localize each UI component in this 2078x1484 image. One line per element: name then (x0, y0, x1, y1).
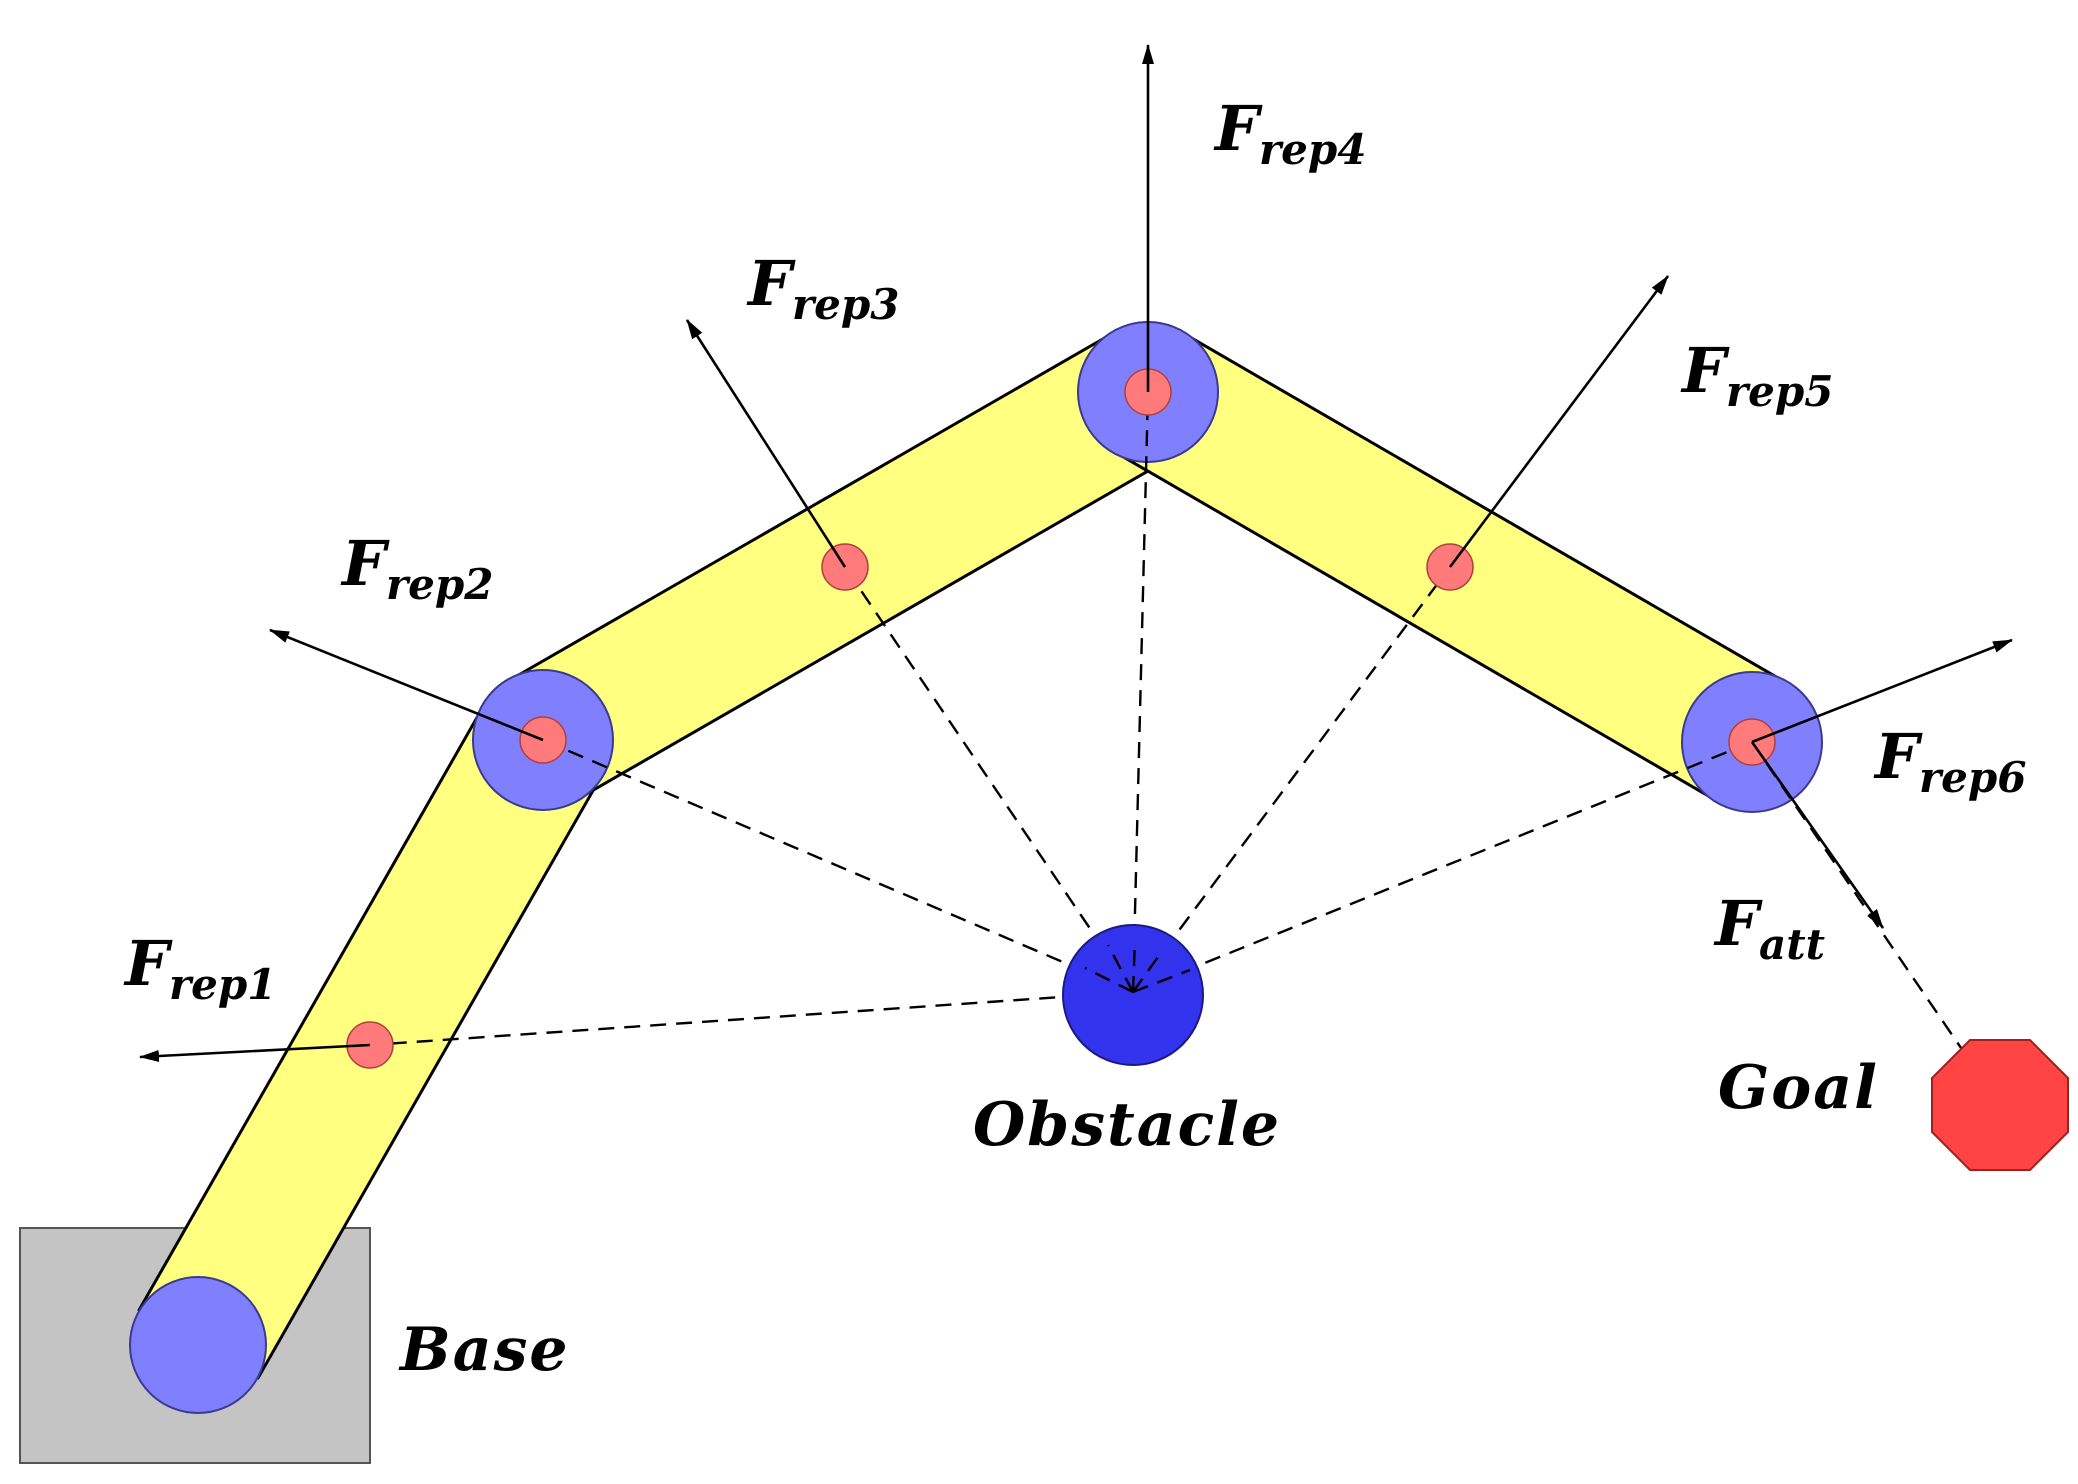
arrow-frep3 (685, 319, 847, 568)
goal-octagon (1931, 1039, 2069, 1171)
arrow-fatt (1750, 741, 1885, 929)
arrow-frep1 (139, 1043, 371, 1063)
distance-line-3 (844, 566, 1134, 993)
label-frep6: Frep6 (1873, 720, 2026, 802)
label-frep5: Frep5 (1680, 334, 1833, 416)
distance-line-2 (542, 738, 1134, 994)
label-frep4: Frep4 (1213, 92, 1366, 174)
distance-line-5 (1132, 566, 1451, 993)
distance-line-4 (1131, 391, 1150, 993)
label-frep2: Frep2 (340, 527, 493, 609)
arrow-frep5 (1448, 275, 1670, 568)
force-labels: Frep1 Frep2 Frep3 Frep4 Frep5 Frep6 Fatt (123, 92, 2026, 1009)
force-arrows (139, 44, 2013, 1063)
label-frep3: Frep3 (746, 247, 899, 329)
label-frep1: Frep1 (123, 927, 276, 1009)
label-base: Base (398, 1315, 570, 1385)
base-joint (129, 1276, 267, 1414)
label-obstacle: Obstacle (973, 1090, 1281, 1160)
distance-line-6 (1132, 740, 1753, 994)
distance-line-1 (369, 990, 1134, 1047)
obstacle-hub-lines (1084, 939, 1191, 994)
arrow-frep6 (1751, 638, 2013, 744)
label-fatt: Fatt (1713, 887, 1825, 969)
arrow-frep2 (269, 628, 544, 742)
label-goal: Goal (1718, 1053, 1879, 1123)
arm-links (137, 331, 1788, 1380)
obstacle (1062, 924, 1204, 1066)
